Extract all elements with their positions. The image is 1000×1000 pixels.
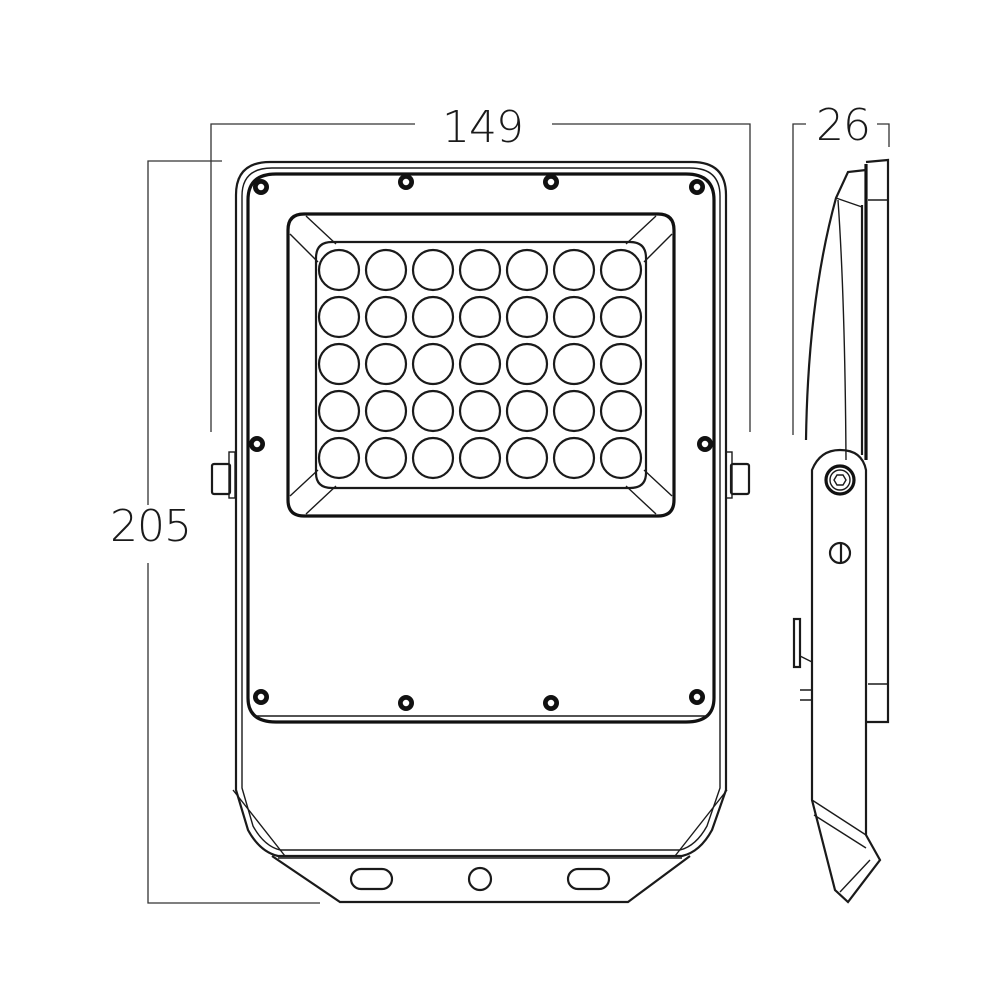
led-lens <box>411 295 455 339</box>
led-lens <box>364 389 408 433</box>
led-lens <box>552 295 596 339</box>
height-dimension-label: 205 <box>106 505 195 549</box>
led-lens <box>505 389 549 433</box>
led-lens <box>505 436 549 480</box>
led-lens <box>458 436 502 480</box>
width-dimension <box>210 123 751 432</box>
bracket-hole-center <box>467 866 493 892</box>
led-lens <box>552 248 596 292</box>
led-lens <box>411 342 455 386</box>
led-lens <box>317 389 361 433</box>
led-lens <box>317 342 361 386</box>
led-lens <box>458 248 502 292</box>
led-lens <box>458 295 502 339</box>
front-panel <box>246 172 716 724</box>
bracket-slot-right <box>566 867 611 891</box>
led-lens <box>552 389 596 433</box>
led-lens <box>458 342 502 386</box>
led-lens <box>364 248 408 292</box>
led-lens <box>505 342 549 386</box>
led-lens <box>364 295 408 339</box>
mounting-bracket <box>271 855 691 904</box>
lens-cover <box>314 240 648 490</box>
led-lens <box>599 295 643 339</box>
optic-frame <box>286 212 676 518</box>
led-lens <box>505 295 549 339</box>
housing-outline <box>234 160 728 858</box>
led-lens <box>411 389 455 433</box>
side-housing-profile <box>865 158 890 724</box>
led-lens <box>599 389 643 433</box>
led-lens <box>599 436 643 480</box>
front-view <box>210 160 751 904</box>
led-lens <box>552 436 596 480</box>
side-bracket-arm <box>810 448 882 904</box>
led-array <box>317 248 643 480</box>
led-lens <box>411 436 455 480</box>
led-lens <box>458 389 502 433</box>
bracket-slot-left <box>349 867 394 891</box>
pivot-knob-right <box>725 451 751 499</box>
led-lens <box>317 295 361 339</box>
pivot-knob-left <box>210 451 236 499</box>
depth-dimension <box>792 123 890 435</box>
side-clip <box>792 617 802 669</box>
width-dimension-label: 149 <box>438 106 527 150</box>
led-lens <box>364 342 408 386</box>
led-lens <box>505 248 549 292</box>
led-lens <box>411 248 455 292</box>
led-lens <box>599 342 643 386</box>
depth-dimension-label: 26 <box>812 104 874 148</box>
side-view <box>792 158 890 904</box>
hex-bolt-icon <box>824 464 856 496</box>
led-lens <box>552 342 596 386</box>
height-dimension <box>147 160 320 904</box>
slotted-screw-icon <box>828 541 852 565</box>
led-lens <box>317 436 361 480</box>
led-lens <box>317 248 361 292</box>
led-lens <box>364 436 408 480</box>
screws <box>249 174 713 711</box>
led-lens <box>599 248 643 292</box>
